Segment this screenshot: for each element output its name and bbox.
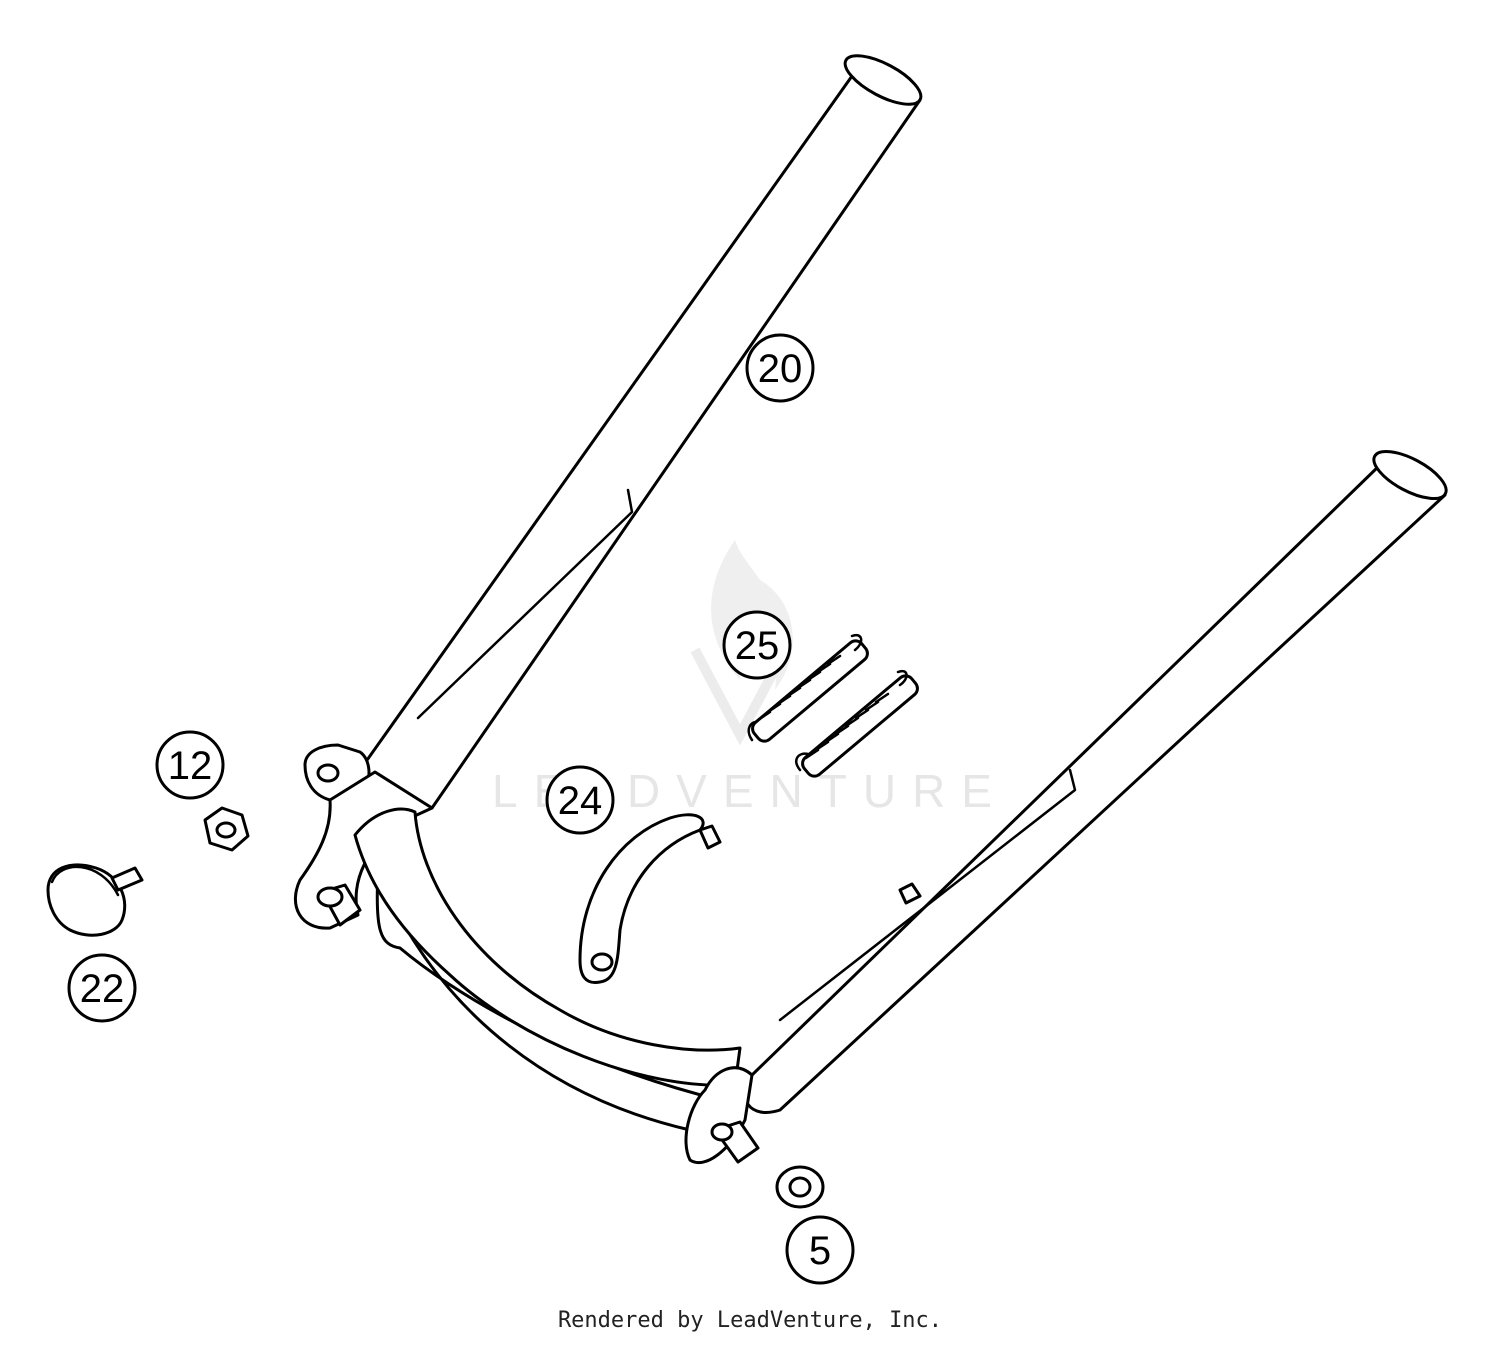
callout-12: 12 — [155, 730, 225, 800]
callout-5: 5 — [785, 1215, 855, 1285]
callout-5-label: 5 — [809, 1229, 831, 1273]
flange-nut-part-5 — [775, 1165, 825, 1209]
buffer-part-22 — [46, 863, 144, 937]
callout-25: 25 — [722, 610, 792, 680]
callout-12-label: 12 — [168, 744, 213, 788]
v-logo-icon — [690, 647, 790, 746]
callout-20: 20 — [745, 333, 815, 403]
springs-part-25 — [747, 633, 919, 778]
center-stand-part-20 — [294, 54, 1448, 1165]
nut-part-12 — [203, 806, 250, 852]
callout-24: 24 — [545, 765, 615, 835]
callout-22: 22 — [67, 953, 137, 1023]
callout-24-label: 24 — [558, 779, 603, 823]
rendered-by-credit: Rendered by LeadVenture, Inc. — [557, 1308, 943, 1333]
callout-25-label: 25 — [735, 624, 780, 668]
callout-20-label: 20 — [758, 347, 803, 391]
callout-22-label: 22 — [80, 967, 125, 1011]
stop-bracket-part-24 — [578, 813, 722, 985]
